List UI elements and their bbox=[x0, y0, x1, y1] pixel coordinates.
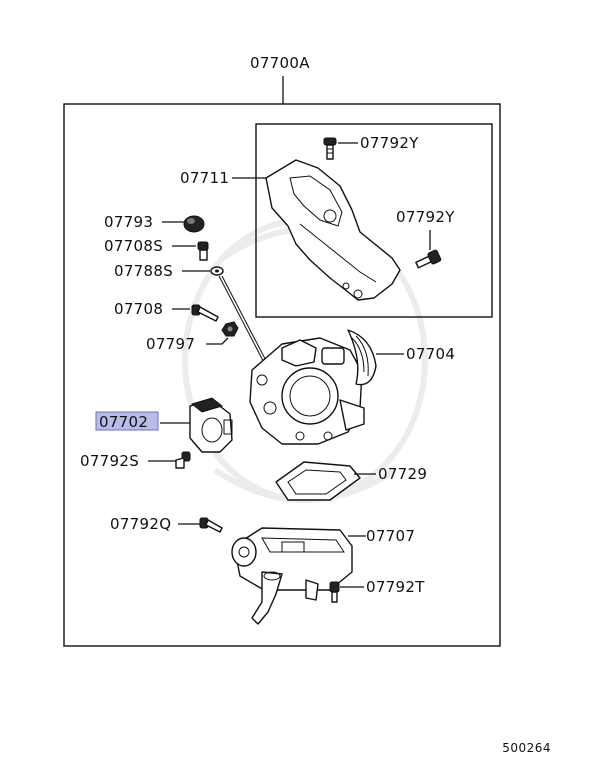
callout-07707[interactable]: 07707 bbox=[366, 527, 415, 545]
highlight-07702 bbox=[95, 411, 159, 431]
screw-07792Y-top[interactable] bbox=[323, 137, 337, 160]
return-spring-07704[interactable] bbox=[347, 329, 377, 386]
leader-07797 bbox=[206, 337, 229, 345]
washer-07788S[interactable] bbox=[210, 266, 224, 276]
screw-07792Y-right[interactable] bbox=[415, 249, 442, 270]
callout-07792Y-right[interactable]: 07792Y bbox=[396, 208, 455, 226]
screw-07792S[interactable] bbox=[175, 451, 191, 469]
callout-07702[interactable]: 07702 bbox=[99, 413, 148, 431]
callout-07792T[interactable]: 07792T bbox=[366, 578, 425, 596]
cap-07793[interactable] bbox=[183, 215, 205, 233]
callout-07704[interactable]: 07704 bbox=[406, 345, 455, 363]
callout-07711[interactable]: 07711 bbox=[180, 169, 229, 187]
nut-07797[interactable] bbox=[221, 321, 239, 337]
inset-frame bbox=[255, 123, 493, 318]
bolt-07708[interactable] bbox=[191, 304, 219, 322]
screw-07708S[interactable] bbox=[197, 241, 209, 261]
callout-07700A[interactable]: 07700A bbox=[250, 54, 310, 72]
assembly-frame bbox=[63, 103, 501, 647]
callout-07793[interactable]: 07793 bbox=[104, 213, 153, 231]
callout-07792Y-top[interactable]: 07792Y bbox=[360, 134, 419, 152]
gasket-07729[interactable] bbox=[275, 461, 361, 501]
idle-speed-control-07707[interactable] bbox=[231, 527, 353, 625]
callout-07729[interactable]: 07729 bbox=[378, 465, 427, 483]
callout-07792Q[interactable]: 07792Q bbox=[110, 515, 171, 533]
callout-07708S[interactable]: 07708S bbox=[104, 237, 163, 255]
sheet-number: 500264 bbox=[502, 741, 551, 755]
callout-07792S[interactable]: 07792S bbox=[80, 452, 139, 470]
screw-07792T[interactable] bbox=[329, 581, 340, 603]
throttle-position-sensor-07702[interactable] bbox=[189, 397, 233, 453]
screw-07792Q[interactable] bbox=[199, 517, 223, 533]
bracket-part[interactable] bbox=[265, 159, 401, 301]
callout-07708[interactable]: 07708 bbox=[114, 300, 163, 318]
callout-07788S[interactable]: 07788S bbox=[114, 262, 173, 280]
throttle-body[interactable] bbox=[249, 337, 365, 445]
callout-07797[interactable]: 07797 bbox=[146, 335, 195, 353]
